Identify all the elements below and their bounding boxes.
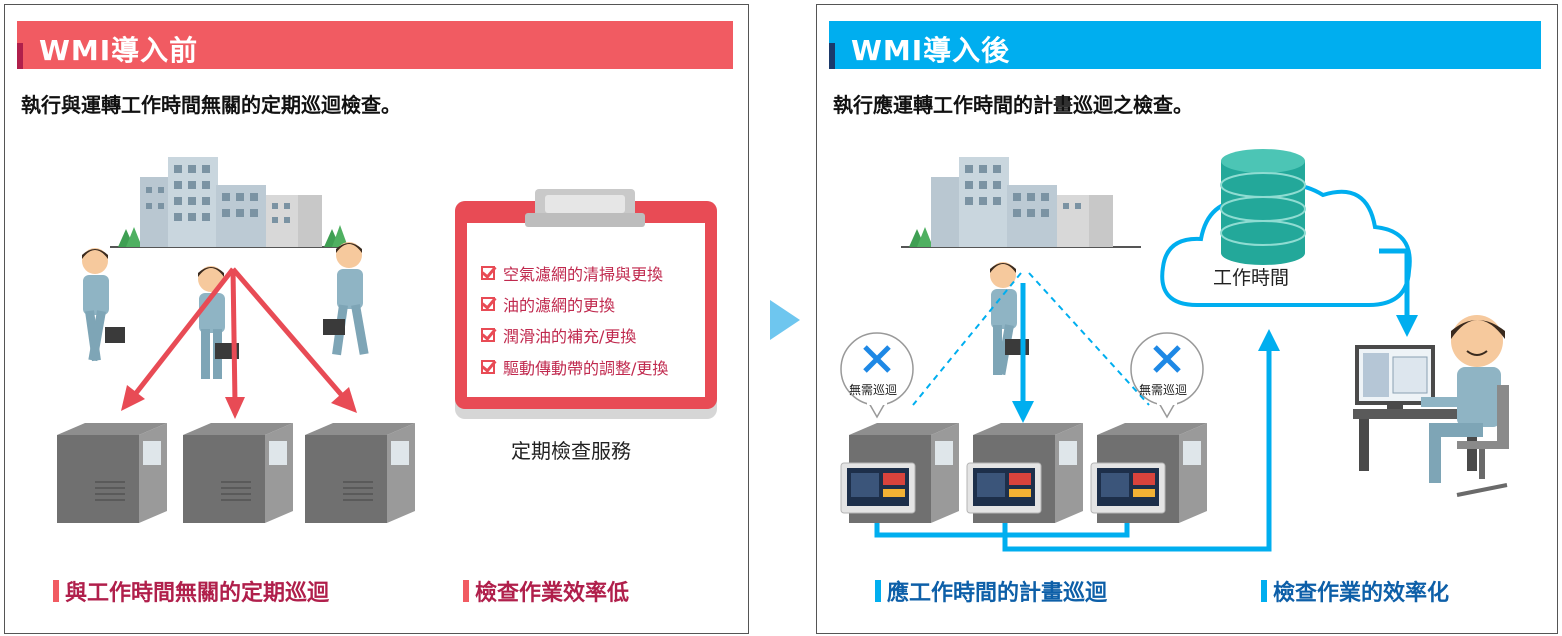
before-bottom-right: 檢查作業效率低	[463, 575, 629, 607]
compressor-icon	[305, 423, 415, 523]
building-icon	[901, 157, 1221, 248]
x-mark-icon	[1130, 332, 1204, 419]
clipboard-item-1: 空氣濾網的清掃與更換	[481, 261, 663, 285]
patrol-arrows	[121, 267, 357, 419]
after-subtitle: 執行應運轉工作時間的計畫巡迴之檢查。	[833, 93, 1193, 117]
monitor-panel-icon	[840, 462, 916, 514]
before-banner: WMI導入前	[17, 21, 733, 69]
worker-icon	[82, 248, 125, 362]
after-title: WMI導入後	[851, 34, 1011, 67]
cloud-label: 工作時間	[1213, 267, 1290, 289]
no-patrol-label-left: 無需巡迴	[849, 383, 898, 397]
clipboard-item-2: 油的濾網的更換	[481, 292, 615, 316]
checkbox-icon	[481, 297, 495, 311]
patrol-arrow-down	[1012, 283, 1034, 423]
compressor-icon	[183, 423, 293, 523]
before-panel: WMI導入前 執行與運轉工作時間無關的定期巡迴檢查。	[4, 4, 749, 634]
database-icon	[1220, 149, 1306, 265]
after-illustration	[840, 149, 1509, 552]
after-bottom-left: 應工作時間的計畫巡迴	[875, 575, 1107, 607]
banner-accent-mark	[17, 43, 23, 69]
after-bottom-right: 檢查作業的效率化	[1261, 575, 1449, 607]
skipped-path-lines	[912, 272, 1150, 406]
after-banner: WMI導入後	[829, 21, 1541, 69]
worker-icon	[323, 242, 369, 356]
before-title: WMI導入前	[39, 34, 199, 67]
checkbox-icon	[481, 360, 495, 374]
before-subtitle: 執行與運轉工作時間無關的定期巡迴檢查。	[21, 93, 401, 117]
x-mark-icon	[840, 332, 914, 419]
office-worker-icon	[1353, 315, 1509, 497]
clipboard-item-3: 潤滑油的補充/更換	[481, 323, 636, 347]
no-patrol-label-right: 無需巡迴	[1139, 383, 1188, 397]
monitor-panel-icon	[1090, 462, 1166, 514]
up-arrow-head	[1258, 329, 1280, 351]
building-icon	[110, 157, 350, 248]
before-illustration	[57, 157, 717, 523]
clipboard-caption: 定期檢查服務	[511, 439, 631, 463]
before-bottom-left: 與工作時間無關的定期巡迴	[53, 575, 329, 607]
after-panel: WMI導入後 執行應運轉工作時間的計畫巡迴之檢查。	[816, 4, 1558, 634]
monitor-panel-icon	[966, 462, 1042, 514]
clipboard-icon	[455, 189, 717, 419]
checkbox-icon	[481, 266, 495, 280]
checkbox-icon	[481, 328, 495, 342]
compressor-icon	[57, 423, 167, 523]
down-arrow-head	[1396, 315, 1418, 337]
arrow-right-icon	[770, 300, 800, 340]
clipboard-item-4: 驅動傳動帶的調整/更換	[481, 355, 668, 379]
banner-accent-mark	[829, 43, 835, 69]
